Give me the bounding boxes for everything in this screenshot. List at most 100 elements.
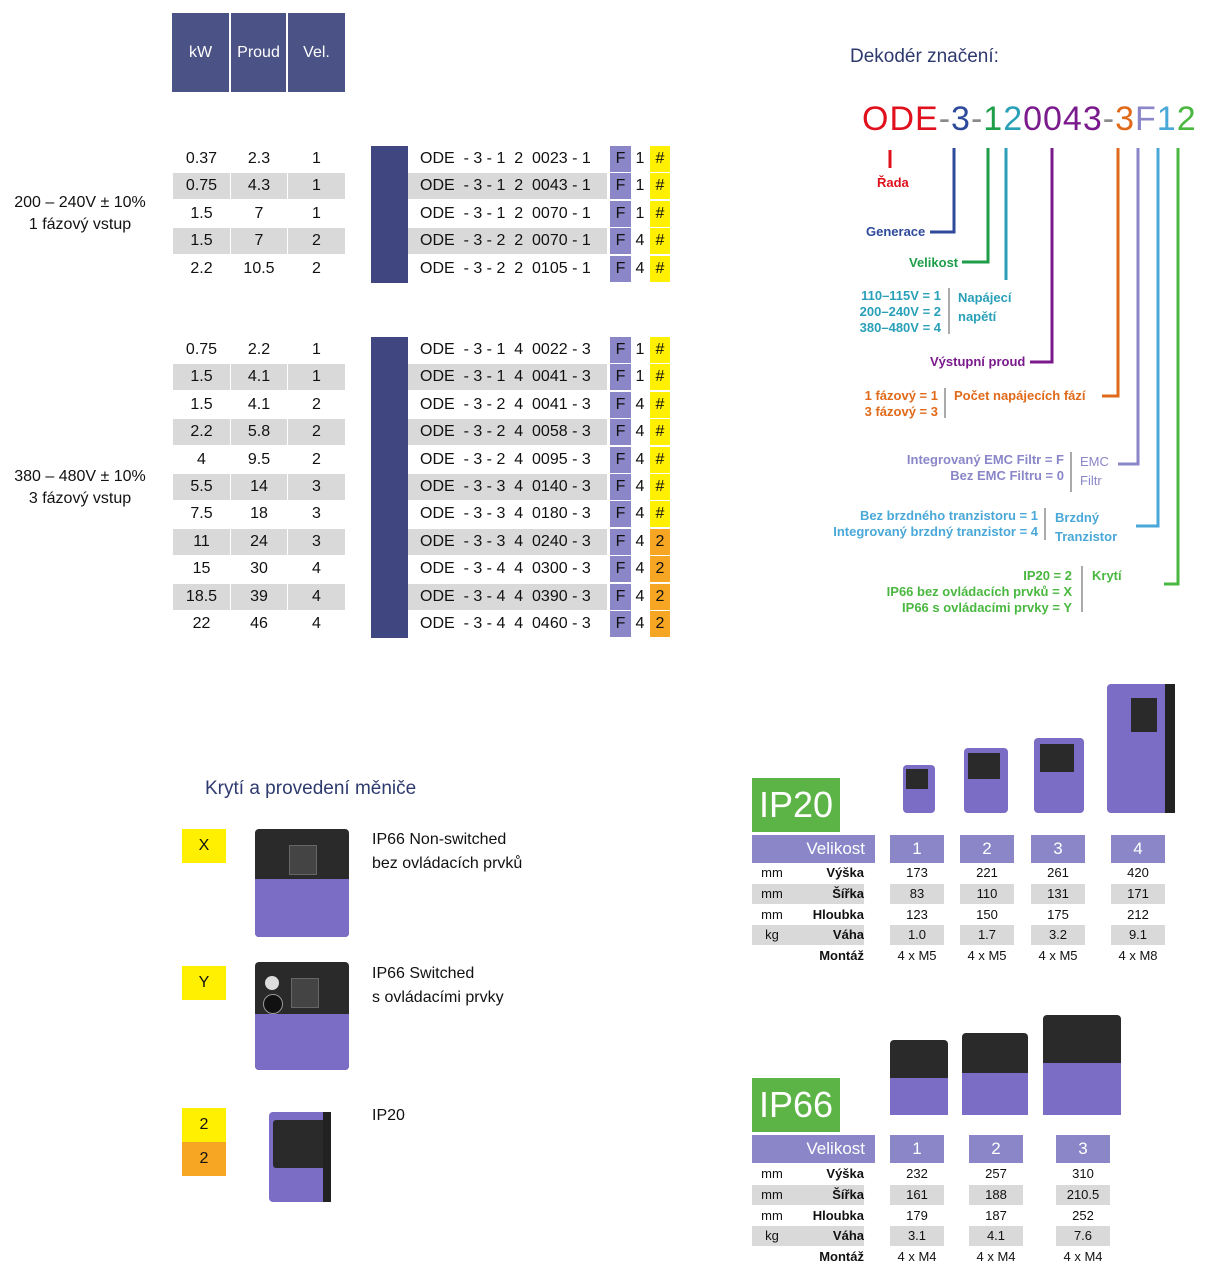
cell-brake: 4 xyxy=(635,232,645,250)
spec-unit: mm xyxy=(761,1207,783,1223)
cell-vel: 4 xyxy=(288,583,345,610)
ip20-size4-image xyxy=(1107,684,1175,813)
ip20-size1-image xyxy=(903,765,935,813)
cell-kw: 1.5 xyxy=(173,364,230,391)
spec-value: 4.1 xyxy=(969,1226,1023,1247)
cell-kw: 0.37 xyxy=(185,150,218,167)
cell-brake: 4 xyxy=(635,532,645,550)
ip20-badge: IP20 xyxy=(752,778,840,832)
cell-proud: 30 xyxy=(250,560,268,578)
cell-model-code: ODE - 3 - 3 4 0140 - 3 xyxy=(408,474,607,500)
decoder-code: ODE-3-120043-3F12 xyxy=(862,100,1197,139)
spec-unit: mm xyxy=(761,865,783,880)
cell-proud: 2.3 xyxy=(247,150,271,167)
cell-proud: 10.5 xyxy=(243,259,275,277)
decoder-lines xyxy=(888,148,1180,612)
cell-kw: 1.5 xyxy=(190,204,213,222)
cell-model-code: ODE - 3 - 1 4 0041 - 3 xyxy=(408,364,607,391)
code-2-orange-box: 2 xyxy=(182,1142,226,1176)
cell-vel: 3 xyxy=(288,474,345,500)
cell-model-code: ODE - 3 - 1 2 0043 - 1 xyxy=(408,173,607,200)
cell-brake: 1 xyxy=(635,341,645,358)
spec-label: Hloubka xyxy=(812,1207,864,1223)
ip66-switched-desc: IP66 Switched s ovládacími prvky xyxy=(372,965,504,1006)
label-vystupni-proud: Výstupní proud xyxy=(930,354,1026,369)
label-brzdny-tranzistor: Brzdný Tranzistor xyxy=(1055,510,1118,544)
spec-value: 4 x M5 xyxy=(897,948,937,964)
ip20-image xyxy=(269,1112,331,1202)
cell-kw: 0.75 xyxy=(173,173,230,200)
cell-model-code: ODE - 3 - 2 4 0058 - 3 xyxy=(408,419,607,446)
cell-brake: 4 xyxy=(635,450,645,468)
spec-value: 420 xyxy=(1127,865,1149,880)
cell-brake: 4 xyxy=(635,505,645,523)
spec-value: 3.2 xyxy=(1031,925,1085,946)
ip66-size1-image xyxy=(890,1040,948,1115)
spec-value: 257 xyxy=(985,1166,1007,1181)
cell-enclosure: # xyxy=(650,173,670,200)
spec-value: 150 xyxy=(976,906,998,922)
label-emc-filtr: EMC Filtr xyxy=(1080,454,1109,488)
spec-value: 188 xyxy=(969,1184,1023,1205)
size-header: 2 xyxy=(969,1135,1023,1163)
code-part: 3 xyxy=(951,100,971,138)
spec-value: 7.6 xyxy=(1056,1226,1110,1247)
cell-enclosure: # xyxy=(650,337,670,363)
cell-model-code: ODE - 3 - 3 4 0240 - 3 xyxy=(408,528,607,555)
phase-options: 1 fázový = 1 3 fázový = 3 xyxy=(864,388,938,419)
cell-vel: 3 xyxy=(288,528,345,555)
ip66-nonswitched-desc: IP66 Non-switched bez ovládacích prvků xyxy=(372,831,523,872)
cell-vel: 1 xyxy=(312,150,321,167)
cell-vel: 1 xyxy=(288,364,345,391)
header-kw: kW xyxy=(172,13,229,92)
voltage-options: 110–115V = 1 200–240V = 2 380–480V = 4 xyxy=(859,288,941,335)
spec-value: 212 xyxy=(1127,906,1149,922)
spec-unit: mm xyxy=(761,906,783,922)
spec-value: 131 xyxy=(1031,883,1085,904)
cell-enclosure: 2 xyxy=(650,556,670,583)
cell-model-code: ODE - 3 - 4 4 0300 - 3 xyxy=(420,560,591,578)
cell-filter: F xyxy=(610,556,631,583)
cell-brake: 1 xyxy=(635,150,645,167)
cell-filter: F xyxy=(610,391,631,418)
spec-label: Montáž xyxy=(819,1249,864,1265)
cell-kw: 2.2 xyxy=(190,259,213,277)
code-part: 3 xyxy=(1115,100,1135,138)
cell-kw: 7.5 xyxy=(190,505,213,523)
cell-enclosure: # xyxy=(650,255,670,282)
ip66-size3-image xyxy=(1043,1015,1121,1115)
cell-proud: 2.2 xyxy=(247,341,271,358)
spec-unit xyxy=(752,1247,792,1267)
cell-proud: 46 xyxy=(250,615,268,632)
cell-proud: 9.5 xyxy=(247,450,271,468)
cell-proud: 7 xyxy=(231,228,287,255)
label-velikost: Velikost xyxy=(909,255,959,270)
label-pocet-fazi: Počet napájecích fází xyxy=(954,388,1086,403)
spec-value: 175 xyxy=(1047,906,1069,922)
cell-brake: 4 xyxy=(635,259,645,277)
cell-kw: 4 xyxy=(197,450,206,468)
spec-value: 1.0 xyxy=(890,925,944,946)
code-part: 1 xyxy=(983,100,1004,138)
cell-vel: 1 xyxy=(312,341,321,358)
cell-enclosure: # xyxy=(650,391,670,418)
group2-label: 380 – 480V ± 10% 3 fázový vstup xyxy=(14,468,146,507)
spec-value: 252 xyxy=(1072,1207,1094,1223)
